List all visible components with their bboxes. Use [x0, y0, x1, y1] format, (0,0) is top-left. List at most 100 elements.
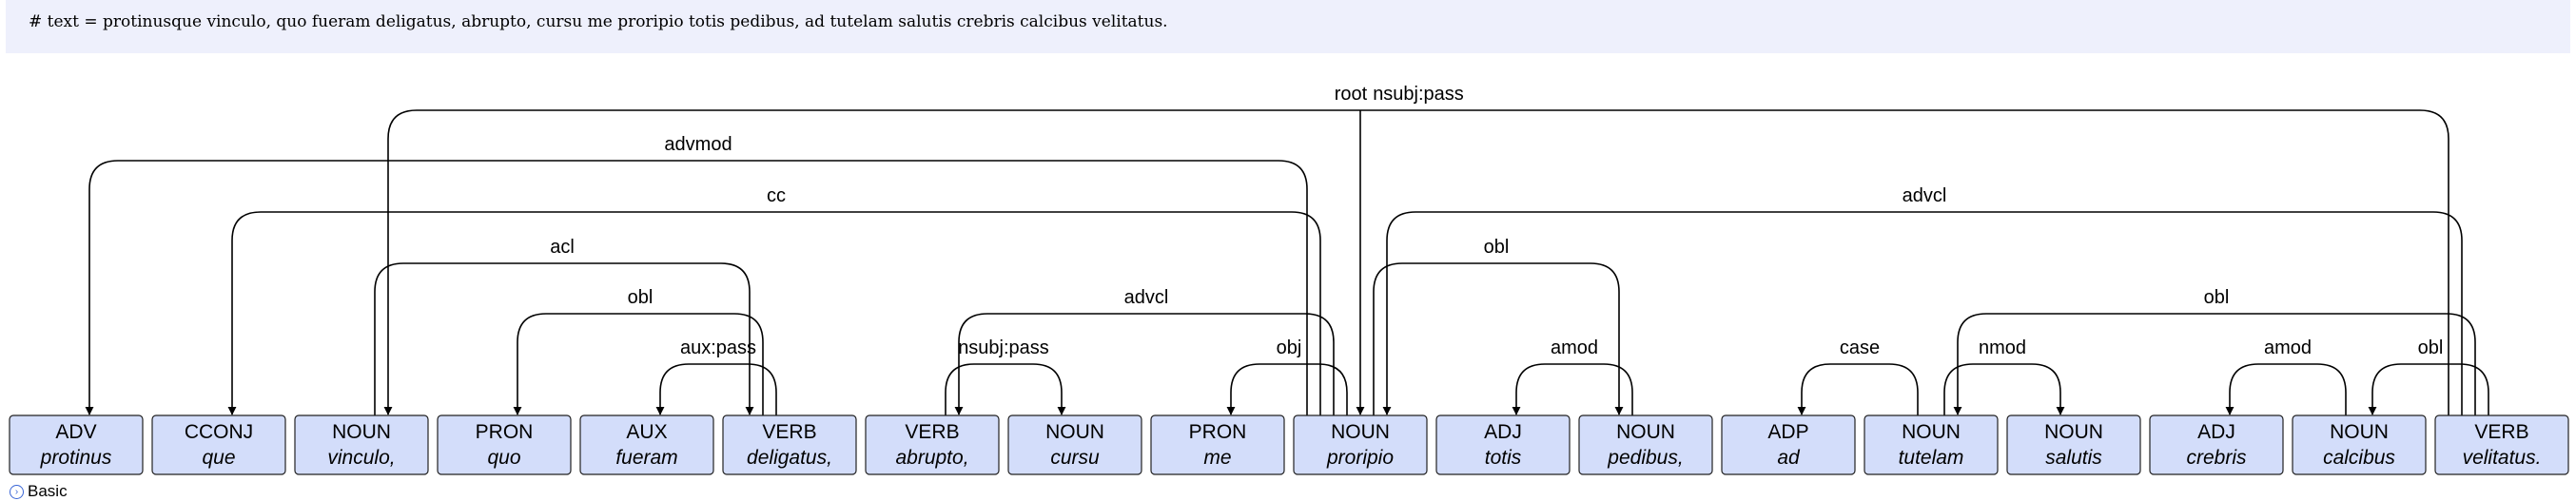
token-pos: AUX	[626, 421, 667, 443]
token: NOUN calcibus	[2292, 414, 2427, 475]
dependency-arc	[383, 109, 2449, 415]
token-pos: ADP	[1767, 421, 1808, 443]
token-box	[1721, 414, 1856, 475]
token-form: calcibus	[2323, 447, 2395, 469]
token-form: salutis	[2045, 447, 2102, 469]
token: CCONJ que	[151, 414, 286, 475]
arc-label: nsubj:pass	[1373, 84, 1464, 105]
token-box	[2434, 414, 2569, 475]
dependency-arc	[1373, 262, 1624, 415]
token-box	[2292, 414, 2427, 475]
token-box	[2006, 414, 2141, 475]
token: ADJ crebris	[2149, 414, 2284, 475]
arc-label: obl	[628, 287, 654, 308]
arc-label: cc	[767, 185, 786, 206]
dependency-arc	[1943, 363, 2065, 415]
sentence-text: # text = protinusque vinculo, quo fueram…	[29, 12, 1168, 31]
arc-label: obl	[2418, 337, 2444, 358]
token-form: pedibus,	[1607, 447, 1683, 469]
dependency-arc	[513, 313, 764, 415]
token-pos: VERB	[905, 421, 959, 443]
token-box	[2149, 414, 2284, 475]
token-box	[151, 414, 286, 475]
token: NOUN cursu	[1007, 414, 1142, 475]
token-box	[1150, 414, 1285, 475]
token-box	[722, 414, 857, 475]
token: NOUN vinculo,	[294, 414, 429, 475]
token: NOUN pedibus,	[1578, 414, 1713, 475]
dependency-arc	[85, 160, 1308, 415]
arc-label: obl	[2204, 287, 2230, 308]
dependency-arc	[1953, 313, 2476, 415]
token-pos: CCONJ	[185, 421, 253, 443]
dependency-arc	[1226, 363, 1348, 415]
token-box	[1864, 414, 1999, 475]
token-box	[1007, 414, 1142, 475]
token-pos: ADJ	[2197, 421, 2235, 443]
dependency-arc	[945, 363, 1066, 415]
token-pos: NOUN	[332, 421, 391, 443]
token-box	[865, 414, 1000, 475]
token-form: abrupto,	[895, 447, 968, 469]
token-pos: VERB	[2474, 421, 2528, 443]
arc-label: obj	[1277, 337, 1302, 358]
token-box	[437, 414, 572, 475]
arc-label: nmod	[1979, 337, 2026, 358]
token-box	[1435, 414, 1571, 475]
token-pos: VERB	[762, 421, 816, 443]
view-mode-toggle[interactable]: › Basic	[10, 482, 68, 501]
dependency-arc	[1797, 363, 1919, 415]
view-mode-label: Basic	[28, 482, 68, 500]
token-form: fueram	[615, 447, 677, 469]
token-form: quo	[487, 447, 520, 469]
token: VERB velitatus.	[2434, 414, 2569, 475]
token-box	[9, 414, 144, 475]
token-pos: NOUN	[2330, 421, 2389, 443]
token-form: que	[202, 447, 235, 469]
token-form: deligatus,	[747, 447, 832, 469]
arc-label: acl	[550, 237, 575, 258]
arc-label: advcl	[1124, 287, 1169, 308]
arc-label: obl	[1484, 237, 1510, 258]
token-form: totis	[1485, 447, 1522, 469]
token-box	[579, 414, 714, 475]
expand-icon: ›	[10, 485, 24, 500]
token: VERB abrupto,	[865, 414, 1000, 475]
arc-label: aux:pass	[680, 337, 756, 358]
token-form: cursu	[1050, 447, 1100, 469]
token-form: me	[1203, 447, 1231, 469]
token-pos: NOUN	[2044, 421, 2103, 443]
token-form: crebris	[2186, 447, 2247, 469]
arc-label: nsubj:pass	[958, 337, 1049, 358]
token-form: vinculo,	[327, 447, 395, 469]
token-form: velitatus.	[2463, 447, 2542, 469]
token-pos: PRON	[1189, 421, 1247, 443]
token-box	[1578, 414, 1713, 475]
token-pos: NOUN	[1616, 421, 1675, 443]
dependency-arc	[227, 211, 1321, 415]
token: PRON me	[1150, 414, 1285, 475]
dependency-arc	[374, 262, 754, 415]
arc-label: amod	[1551, 337, 1598, 358]
token: VERB deligatus,	[722, 414, 857, 475]
token-pos: NOUN	[1331, 421, 1390, 443]
dependency-arc	[1382, 211, 2463, 415]
arc-label: case	[1840, 337, 1880, 358]
token-form: protinus	[40, 447, 112, 469]
root-label: root	[1335, 84, 1368, 105]
dependency-arc	[1512, 363, 1633, 415]
token: NOUN salutis	[2006, 414, 2141, 475]
token-box	[1293, 414, 1428, 475]
token: ADV protinus	[9, 414, 144, 475]
arc-label: advmod	[664, 134, 732, 155]
token-pos: NOUN	[1045, 421, 1104, 443]
token-pos: ADV	[55, 421, 96, 443]
dependency-arc	[2368, 363, 2489, 415]
sentence-text-bar: # text = protinusque vinculo, quo fueram…	[6, 0, 2570, 53]
arc-label: advcl	[1903, 185, 1947, 206]
